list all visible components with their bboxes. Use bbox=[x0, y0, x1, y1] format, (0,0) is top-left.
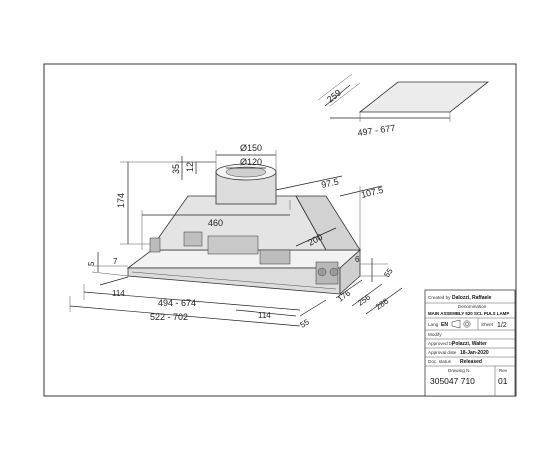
dim-522-702: 522 - 702 bbox=[150, 312, 188, 322]
approved-by-label: Approved by bbox=[428, 341, 454, 346]
approved-by-value: Polazzi, Walter bbox=[452, 341, 487, 347]
dim-114-left: 114 bbox=[112, 289, 125, 298]
dim-6: 6 bbox=[355, 255, 360, 264]
dim-494-674: 494 - 674 bbox=[158, 298, 196, 308]
lang-value: EN bbox=[441, 322, 448, 328]
dim-114-bottom: 114 bbox=[258, 311, 271, 320]
doc-status-label: Doc. status bbox=[428, 359, 452, 364]
sheet-label: Sheet bbox=[481, 322, 494, 327]
doc-status-value: Released bbox=[460, 359, 482, 365]
dim-174: 174 bbox=[116, 193, 126, 208]
cutout-panel-view: 259 497 - 677 bbox=[317, 73, 490, 138]
dim-7: 7 bbox=[113, 257, 118, 266]
denomination-value: MAIN ASSEMBLY 520 SCL PULS LAMP bbox=[428, 311, 509, 316]
dim-12: 12 bbox=[185, 162, 195, 172]
drawing-number-value: 305047 710 bbox=[430, 376, 475, 386]
created-by-label: Created by bbox=[428, 295, 451, 300]
projection-symbol-icon bbox=[451, 319, 471, 329]
approval-date-label: Approval date bbox=[428, 350, 457, 355]
modify-label: Modify bbox=[428, 332, 442, 337]
dim-diameter-150: Ø150 bbox=[240, 143, 262, 153]
dim-5: 5 bbox=[87, 261, 96, 266]
approval-date-value: 18-Jan-2020 bbox=[460, 350, 489, 356]
title-block: Created by Dalozzi, Raffaele Denominatio… bbox=[424, 289, 516, 397]
rev-label: Rev bbox=[499, 368, 508, 373]
dim-460: 460 bbox=[208, 218, 223, 228]
lang-label: Lang bbox=[428, 322, 439, 327]
sheet-value: 1/2 bbox=[497, 322, 507, 329]
dim-diameter-120: Ø120 bbox=[240, 157, 262, 167]
created-by-value: Dalozzi, Raffaele bbox=[452, 295, 492, 301]
drawing-number-label: Drawing N. bbox=[448, 368, 471, 373]
denomination-label: Denomination bbox=[458, 304, 487, 309]
dim-35: 35 bbox=[171, 164, 181, 174]
rev-value: 01 bbox=[498, 376, 508, 386]
dim-97-5: 97.5 bbox=[320, 177, 339, 190]
